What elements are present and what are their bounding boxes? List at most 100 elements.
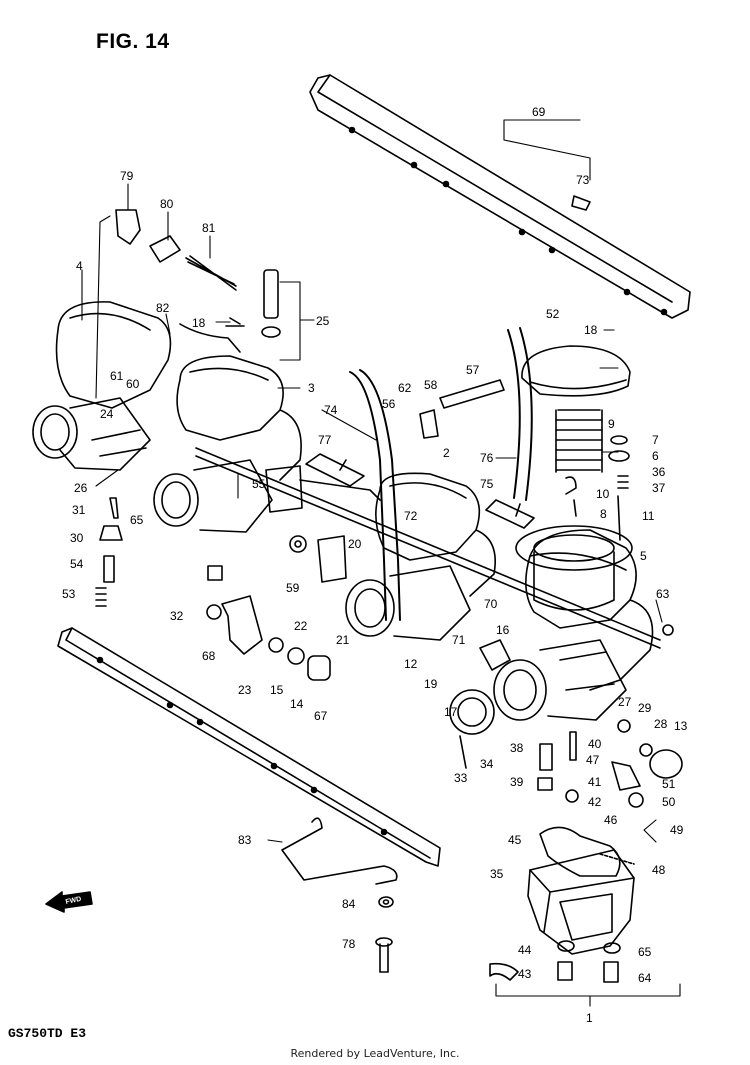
leader-lines (81, 119, 681, 1007)
fuel-joints (305, 453, 535, 529)
callout-65b: 65 (638, 945, 652, 959)
callout-15: 15 (270, 683, 284, 697)
throttle-shaft (195, 447, 661, 649)
callout-43: 43 (518, 967, 532, 981)
figure-title: FIG. 14 (96, 30, 170, 53)
callout-24: 24 (100, 407, 114, 421)
wire-clip (281, 817, 398, 885)
callout-82: 82 (156, 301, 170, 315)
callout-83: 83 (238, 833, 252, 847)
callout-51: 51 (662, 777, 676, 791)
callout-73: 73 (576, 173, 590, 187)
callout-34: 34 (480, 757, 494, 771)
callout-47: 47 (586, 753, 600, 767)
callout-38: 38 (510, 741, 524, 755)
small-springs (95, 255, 629, 607)
callout-7: 7 (652, 433, 659, 447)
float-bowl (527, 849, 635, 955)
carburetor-body-3 (153, 355, 302, 533)
callout-37: 37 (652, 481, 666, 495)
carburetor-body-2 (345, 472, 496, 641)
callout-42: 42 (588, 795, 602, 809)
callout-32: 32 (170, 609, 184, 623)
callout-59: 59 (286, 581, 300, 595)
callout-70: 70 (484, 597, 498, 611)
callout-19: 19 (424, 677, 438, 691)
callout-27: 27 (618, 695, 632, 709)
callout-62: 62 (398, 381, 412, 395)
callout-44: 44 (518, 943, 532, 957)
callout-4: 4 (76, 259, 83, 273)
callout-36: 36 (652, 465, 666, 479)
callout-71: 71 (452, 633, 466, 647)
callout-12: 12 (404, 657, 418, 671)
callout-60: 60 (126, 377, 140, 391)
callout-23: 23 (238, 683, 252, 697)
footer-credit: Rendered by LeadVenture, Inc. (290, 1047, 460, 1060)
callout-11: 11 (642, 509, 655, 523)
fwd-label: FWD (65, 896, 82, 906)
callout-81: 81 (202, 221, 216, 235)
callout-25: 25 (316, 314, 330, 328)
callout-1: 1 (586, 1011, 593, 1025)
top-mounting-plate (309, 74, 691, 319)
callout-35: 35 (490, 867, 504, 881)
callout-45: 45 (508, 833, 522, 847)
callout-39: 39 (510, 775, 524, 789)
callout-72: 72 (404, 509, 418, 523)
callout-13: 13 (674, 719, 688, 733)
callout-58: 58 (424, 378, 438, 392)
callout-41: 41 (588, 775, 602, 789)
callout-14: 14 (290, 697, 304, 711)
callout-55: 55 (252, 477, 266, 491)
callout-18b: 18 (584, 323, 598, 337)
callout-64: 64 (638, 971, 652, 985)
callout-labels: 79 80 81 4 82 18 25 3 61 60 24 26 31 65 … (62, 105, 688, 1025)
callout-80: 80 (160, 197, 174, 211)
callout-48: 48 (652, 863, 666, 877)
callout-78: 78 (342, 937, 356, 951)
callout-5: 5 (640, 549, 647, 563)
callout-61: 61 (110, 369, 124, 383)
bottom-mounting-plate (57, 627, 441, 867)
callout-40: 40 (588, 737, 602, 751)
callout-76: 76 (480, 451, 494, 465)
callout-22: 22 (294, 619, 308, 633)
callout-68: 68 (202, 649, 216, 663)
top-cap-and-spring (521, 345, 631, 473)
callout-28: 28 (654, 717, 668, 731)
callout-46: 46 (604, 813, 618, 827)
callout-6: 6 (652, 449, 659, 463)
callout-67: 67 (314, 709, 328, 723)
callout-65: 65 (130, 513, 144, 527)
callout-56: 56 (382, 397, 396, 411)
callout-2: 2 (443, 446, 450, 460)
callout-21: 21 (336, 633, 350, 647)
model-code: GS750TD E3 (8, 1026, 87, 1041)
carburetor-body-1 (493, 529, 654, 721)
callout-63: 63 (656, 587, 670, 601)
callout-57: 57 (466, 363, 480, 377)
callout-33: 33 (454, 771, 468, 785)
forward-arrow-icon (45, 891, 93, 913)
carburetor-body-4 (32, 301, 172, 471)
callout-20: 20 (348, 537, 362, 551)
callout-50: 50 (662, 795, 676, 809)
callout-52: 52 (546, 307, 560, 321)
callout-9: 9 (608, 417, 615, 431)
callout-79: 79 (120, 169, 134, 183)
callout-26: 26 (74, 481, 88, 495)
callout-69: 69 (532, 105, 546, 119)
callout-17: 17 (444, 705, 458, 719)
callout-77: 77 (318, 433, 332, 447)
small-hardware (99, 195, 683, 983)
callout-84: 84 (342, 897, 356, 911)
callout-74: 74 (324, 403, 338, 417)
callout-30: 30 (70, 531, 84, 545)
callout-53: 53 (62, 587, 76, 601)
callout-18: 18 (192, 316, 206, 330)
callout-54: 54 (70, 557, 84, 571)
diaphragm-piston (515, 525, 633, 611)
screw-and-washer (375, 896, 394, 973)
